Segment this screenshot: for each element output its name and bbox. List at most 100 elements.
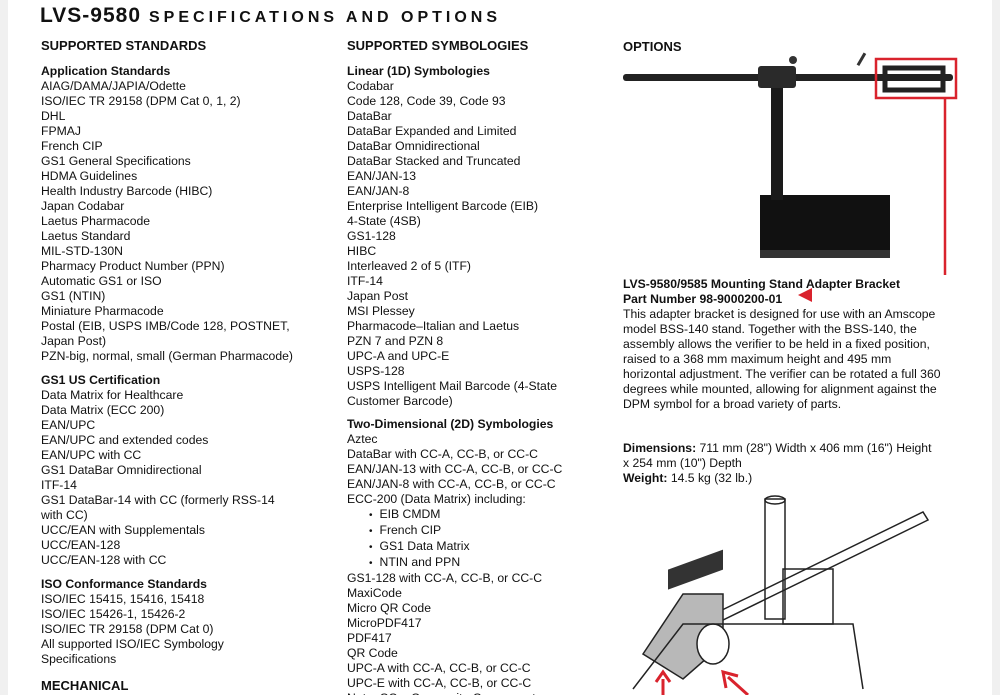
list-item: PZN 7 and PZN 8 bbox=[347, 334, 444, 348]
supported-standards-heading: SUPPORTED STANDARDS bbox=[41, 38, 207, 53]
red-arrow-left bbox=[654, 669, 672, 695]
bullet-item: GS1 Data Matrix bbox=[347, 539, 562, 555]
list-item: Specifications bbox=[41, 652, 117, 666]
gs1-certification-heading: GS1 US Certification bbox=[41, 373, 161, 387]
list-item: ISO/IEC TR 29158 (DPM Cat 0) bbox=[41, 622, 214, 636]
list-item: GS1 General Specifications bbox=[41, 154, 191, 168]
list-item: ITF-14 bbox=[347, 274, 383, 288]
list-item: ISO/IEC TR 29158 (DPM Cat 0, 1, 2) bbox=[41, 94, 241, 108]
list-item: USPS-128 bbox=[347, 364, 405, 378]
list-item: Micro QR Code bbox=[347, 601, 431, 615]
dimensions-value: 711 mm (28") Width x 406 mm (16") Height… bbox=[623, 441, 932, 470]
page-title: LVS-9580 SPECIFICATIONS AND OPTIONS bbox=[40, 4, 501, 28]
list-item: UCC/EAN-128 bbox=[41, 538, 121, 552]
list-item: Automatic GS1 or ISO bbox=[41, 274, 162, 288]
list-item: UCC/EAN-128 with CC bbox=[41, 553, 167, 567]
bracket-highlight-box bbox=[874, 57, 958, 100]
list-item: ECC-200 (Data Matrix) including: bbox=[347, 492, 526, 506]
list-item: MSI Plessey bbox=[347, 304, 415, 318]
list-item: EAN/JAN-8 bbox=[347, 184, 410, 198]
list-item: USPS Intelligent Mail Barcode (4-State bbox=[347, 379, 557, 393]
iso-conformance-block: ISO Conformance Standards ISO/IEC 15415,… bbox=[41, 577, 224, 667]
list-item: AIAG/DAMA/JAPIA/Odette bbox=[41, 79, 186, 93]
list-item: ISO/IEC 15415, 15416, 15418 bbox=[41, 592, 205, 606]
list-item: Customer Barcode) bbox=[347, 394, 453, 408]
stand-post-outline bbox=[764, 498, 786, 620]
spec-sheet-page: LVS-9580 SPECIFICATIONS AND OPTIONS SUPPO… bbox=[8, 0, 992, 695]
list-item: 4-State (4SB) bbox=[347, 214, 421, 228]
list-item: Aztec bbox=[347, 432, 378, 446]
weight-value: 14.5 kg (32 lb.) bbox=[670, 471, 753, 485]
list-item: MicroPDF417 bbox=[347, 616, 422, 630]
list-item: HIBC bbox=[347, 244, 377, 258]
list-item: French CIP bbox=[41, 139, 103, 153]
list-item: Pharmacode–Italian and Laetus bbox=[347, 319, 520, 333]
list-item: EAN/UPC bbox=[41, 418, 96, 432]
red-arrow-right bbox=[721, 669, 750, 695]
dimensions-label: Dimensions: bbox=[623, 441, 697, 455]
mechanical-heading: MECHANICAL bbox=[41, 678, 129, 693]
list-item: MIL-STD-130N bbox=[41, 244, 123, 258]
adapter-specifications: Dimensions: 711 mm (28") Width x 406 mm … bbox=[623, 441, 948, 486]
list-item: Data Matrix (ECC 200) bbox=[41, 403, 165, 417]
list-item: EAN/JAN-8 with CC-A, CC-B, or CC-C bbox=[347, 477, 556, 491]
stand-base-outline bbox=[632, 623, 864, 690]
list-item: QR Code bbox=[347, 646, 398, 660]
list-item: with CC) bbox=[41, 508, 88, 522]
list-item: HDMA Guidelines bbox=[41, 169, 138, 183]
title-text: SPECIFICATIONS AND OPTIONS bbox=[149, 9, 502, 26]
list-item: EAN/UPC and extended codes bbox=[41, 433, 209, 447]
model-name: LVS-9580 bbox=[40, 4, 141, 27]
list-item: All supported ISO/IEC Symbology bbox=[41, 637, 224, 651]
list-item: ITF-14 bbox=[41, 478, 77, 492]
bullet-item: NTIN and PPN bbox=[347, 555, 562, 571]
list-item: GS1 DataBar-14 with CC (formerly RSS-14 bbox=[41, 493, 275, 507]
application-standards-block: Application Standards AIAG/DAMA/JAPIA/Od… bbox=[41, 64, 293, 364]
list-item: Japan Post bbox=[347, 289, 408, 303]
list-item: GS1 DataBar Omnidirectional bbox=[41, 463, 202, 477]
list-item: Miniature Pharmacode bbox=[41, 304, 164, 318]
stand-clamp bbox=[758, 66, 796, 88]
list-item: UCC/EAN with Supplementals bbox=[41, 523, 205, 537]
list-item: Japan Codabar bbox=[41, 199, 125, 213]
part-number: Part Number 98-9000200-01 bbox=[623, 292, 783, 306]
list-item: DataBar bbox=[347, 109, 392, 123]
list-item: Code 128, Code 39, Code 93 bbox=[347, 94, 506, 108]
list-item: Interleaved 2 of 5 (ITF) bbox=[347, 259, 471, 273]
list-item: UPC-A with CC-A, CC-B, or CC-C bbox=[347, 661, 531, 675]
red-arrow-head bbox=[798, 288, 812, 302]
list-item: EAN/JAN-13 with CC-A, CC-B, or CC-C bbox=[347, 462, 563, 476]
list-item: GS1-128 with CC-A, CC-B, or CC-C bbox=[347, 571, 543, 585]
supported-symbologies-heading: SUPPORTED SYMBOLOGIES bbox=[347, 38, 529, 53]
list-item: PZN-big, normal, small (German Pharmacod… bbox=[41, 349, 293, 363]
stand-arm-outline bbox=[716, 511, 930, 621]
application-standards-heading: Application Standards bbox=[41, 64, 171, 78]
list-item: MaxiCode bbox=[347, 586, 402, 600]
list-item: GS1-128 bbox=[347, 229, 396, 243]
list-item: Data Matrix for Healthcare bbox=[41, 388, 184, 402]
list-item: Codabar bbox=[347, 79, 394, 93]
list-item: Laetus Pharmacode bbox=[41, 214, 151, 228]
list-item: DataBar with CC-A, CC-B, or CC-C bbox=[347, 447, 538, 461]
verifier-on-stand-image bbox=[632, 495, 930, 695]
list-item: Japan Post) bbox=[41, 334, 107, 348]
adapter-description: This adapter bracket is designed for use… bbox=[623, 307, 941, 411]
list-item: DHL bbox=[41, 109, 66, 123]
bullet-item: French CIP bbox=[347, 523, 562, 539]
weight-label: Weight: bbox=[623, 471, 668, 485]
list-item: FPMAJ bbox=[41, 124, 81, 138]
mounting-stand-image bbox=[623, 52, 958, 275]
list-item: Laetus Standard bbox=[41, 229, 131, 243]
adapter-bracket-description-block: LVS-9580/9585 Mounting Stand Adapter Bra… bbox=[623, 277, 948, 412]
list-item: Postal (EIB, USPS IMB/Code 128, POSTNET, bbox=[41, 319, 290, 333]
list-item: EAN/UPC with CC bbox=[41, 448, 142, 462]
list-item: DataBar Expanded and Limited bbox=[347, 124, 517, 138]
list-item: DataBar Stacked and Truncated bbox=[347, 154, 521, 168]
